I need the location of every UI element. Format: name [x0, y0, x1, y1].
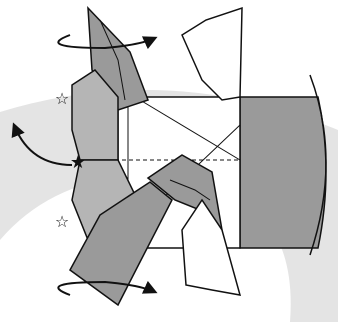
- right-flap: [240, 97, 326, 248]
- top-spike: [182, 8, 242, 100]
- solid-star-marker: ★: [70, 152, 86, 173]
- hollow-star-marker-top: ☆: [55, 89, 69, 108]
- hollow-star-marker-bottom: ☆: [55, 212, 69, 231]
